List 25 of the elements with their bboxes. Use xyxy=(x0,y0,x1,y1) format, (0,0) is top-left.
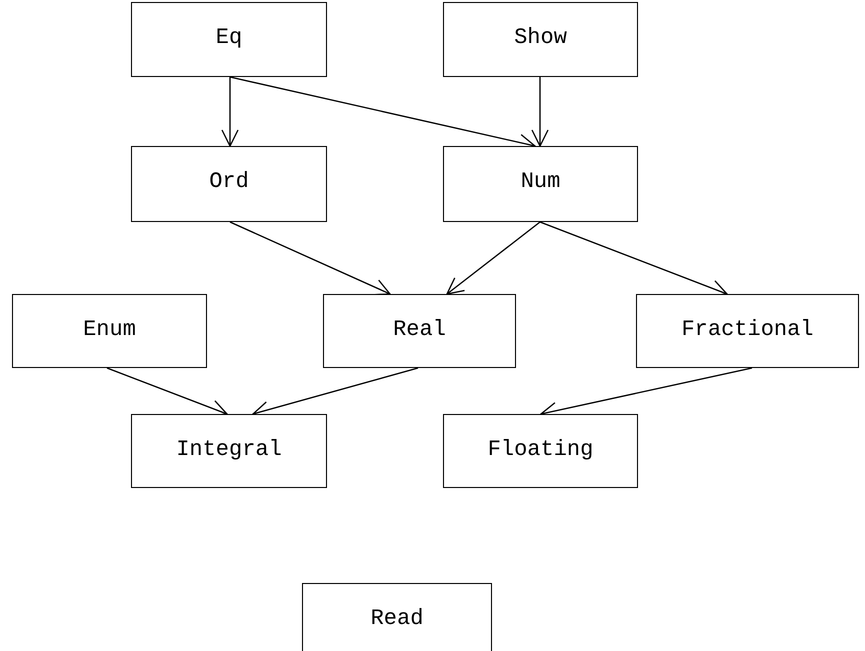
class-box xyxy=(12,294,207,368)
class-name: Show xyxy=(514,25,567,52)
class-name: Floating xyxy=(488,437,594,464)
class-name: Fractional xyxy=(681,317,814,344)
class-name: Eq xyxy=(216,25,242,52)
class-name: Num xyxy=(520,169,560,196)
class-name: Real xyxy=(393,317,446,344)
class-box xyxy=(443,414,638,488)
class-box xyxy=(323,294,516,368)
arrow xyxy=(106,367,228,416)
class-box xyxy=(131,2,327,77)
class-name: Enum xyxy=(83,317,136,344)
class-name: Read xyxy=(370,606,424,633)
class-box xyxy=(443,146,638,222)
class-box xyxy=(131,414,327,488)
class-name: Integral xyxy=(176,437,282,464)
arrow xyxy=(221,77,239,147)
arrow xyxy=(230,221,391,296)
class-box xyxy=(131,146,327,222)
arrow xyxy=(531,77,549,147)
class-name: Ord xyxy=(209,169,249,196)
class-box xyxy=(443,2,638,77)
arrow xyxy=(446,221,540,295)
class-box xyxy=(636,294,859,368)
arrow xyxy=(540,221,728,296)
